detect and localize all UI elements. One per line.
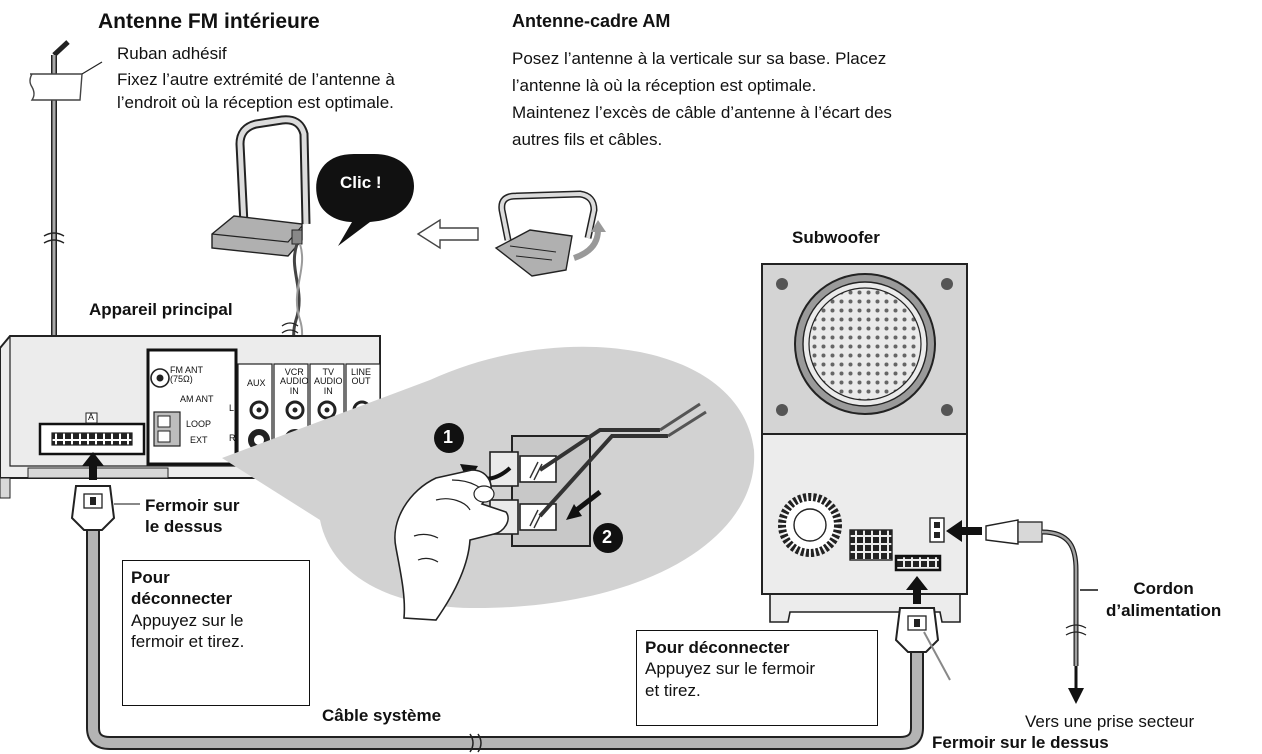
channel-l-label: L [229, 403, 235, 413]
disconnect-note-right: Pour déconnecter Appuyez sur le fermoir … [636, 630, 878, 726]
disconnect-note-left: Pour déconnecter Appuyez sur le fermoir … [122, 560, 310, 706]
system-cable-plug-right [894, 607, 951, 681]
subwoofer-title: Subwoofer [792, 228, 880, 247]
system-terminal [51, 432, 133, 446]
am-ant-label: AM ANT [180, 394, 214, 404]
insert-arrow-up [82, 452, 104, 480]
fm-ant-label: FM ANT(75Ω) [170, 365, 203, 385]
disconnect-left-body-1: Appuyez sur le [131, 610, 244, 630]
cable-break-mark [469, 733, 482, 753]
fm-antenna-title: Antenne FM intérieure [98, 10, 320, 33]
loop-label: LOOP [186, 419, 212, 429]
terminal-a-label: A [88, 412, 95, 422]
step-2-badge [593, 523, 623, 553]
am-antenna-folded [494, 190, 606, 277]
aux-label: AUX [247, 378, 266, 388]
disconnect-right-body-2: et tirez. [645, 680, 701, 700]
system-cable-plug-left [70, 485, 140, 531]
power-socket [929, 517, 945, 543]
disconnect-left-title-1: Pour [131, 568, 170, 587]
power-plug [985, 519, 1098, 704]
insert-arrow-left [946, 520, 982, 542]
clasp-right-label: Fermoir sur le dessus [932, 733, 1109, 752]
step-1-number: 1 [443, 427, 454, 447]
insert-arrow-diagonal [572, 490, 602, 514]
step-1-badge [434, 423, 464, 453]
subwoofer-system-terminal [894, 554, 942, 572]
main-unit-title: Appareil principal [89, 300, 233, 319]
disconnect-right-body-1: Appuyez sur le fermoir [645, 659, 816, 679]
disconnect-right-title: Pour déconnecter [645, 638, 790, 657]
click-label: Clic ! [340, 173, 382, 192]
insert-arrow-up-subwoofer [906, 576, 928, 604]
direction-arrow-left [416, 218, 479, 250]
am-loop-antenna [211, 115, 311, 419]
am-instruction-line2: l’antenne là où la réception est optimal… [512, 76, 817, 95]
zoomed-am-terminal [489, 402, 707, 547]
disconnect-left-title-2: déconnecter [131, 589, 233, 609]
channel-r-label: R [229, 433, 236, 443]
am-instruction-line4: autres fils et câbles. [512, 130, 663, 149]
adhesive-tape [29, 73, 83, 101]
click-bubble [316, 154, 414, 246]
fm-instruction-line1: Fixez l’autre extrémité de l’antenne à [117, 70, 395, 89]
ext-label: EXT [190, 435, 208, 445]
am-antenna-title: Antenne-cadre AM [512, 11, 671, 31]
system-cable-label: Câble système [322, 706, 442, 725]
fm-instruction-line2: l’endroit où la réception est optimale. [117, 93, 394, 112]
adhesive-tape-label: Ruban adhésif [117, 44, 227, 63]
am-instruction-line3: Maintenez l’excès de câble d’antenne à l… [512, 103, 892, 122]
am-instruction-line1: Posez l’antenne à la verticale sur sa ba… [512, 49, 887, 68]
subwoofer [761, 263, 968, 623]
outlet-label: Vers une prise secteur [1025, 712, 1195, 731]
hand-illustration [394, 469, 509, 621]
step-2-number: 2 [602, 527, 613, 547]
disconnect-left-body-2: fermoir et tirez. [131, 631, 245, 651]
